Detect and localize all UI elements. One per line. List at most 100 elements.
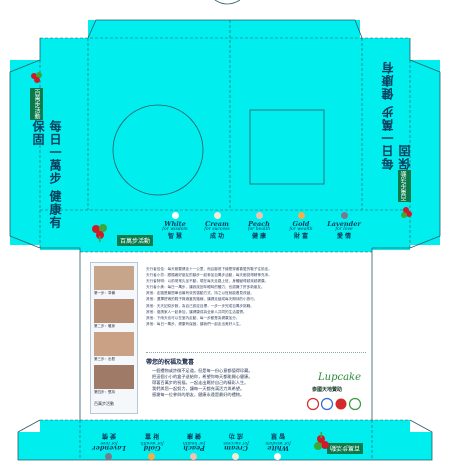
bottom-variety-gold: Gold for wealth 財 富 bbox=[132, 432, 172, 460]
front-varieties: White for wisdom 智 慧 Cream for success 成… bbox=[155, 212, 365, 252]
variety-cream-dot bbox=[232, 453, 240, 460]
variety-lavender-dot bbox=[340, 212, 348, 219]
variety-white-dot bbox=[274, 453, 282, 460]
bottom-variety-peach: Peach for health 健 康 bbox=[174, 432, 214, 460]
story-line: 其他：每日一萬步，健康有保固，讓我們一起走出美好人生。 bbox=[146, 321, 244, 326]
variety-gold-sub: for wealth bbox=[140, 440, 164, 446]
variety-lavender-zh: 愛 情 bbox=[336, 232, 352, 240]
box-top-flap bbox=[88, 20, 360, 38]
bottom-variety-lavender: Lavender for love 愛 情 bbox=[88, 432, 130, 460]
variety-cream-zh: 成 功 bbox=[228, 432, 244, 440]
variety-gold-dot bbox=[148, 453, 156, 460]
variety-gold-name: Gold bbox=[292, 220, 310, 228]
variety-lavender-zh: 愛 情 bbox=[101, 432, 117, 440]
variety-peach-zh: 健 康 bbox=[251, 232, 267, 240]
variety-white-sub: for wisdom bbox=[162, 226, 188, 232]
variety-cream-name: Cream bbox=[224, 444, 248, 452]
left-activity-badge: 百萬步活動 bbox=[30, 88, 43, 120]
variety-white-zh: 智 慧 bbox=[167, 232, 183, 240]
brand-name: 泰國天地贊助 bbox=[312, 387, 343, 393]
variety-gold-zh: 財 富 bbox=[144, 432, 160, 440]
instruction-line: 一個禮物或許微不足道，但是每一份心意都值得珍藏。 bbox=[152, 368, 253, 373]
instructions-list: 一個禮物或許微不足道，但是每一份心意都值得珍藏。 把這個小小的盒子送給你，希望你… bbox=[152, 368, 302, 398]
variety-peach-dot bbox=[190, 453, 198, 460]
story-line: 其他：邀請家人一起參加，讓健康成為全家人共同的生活習慣。 bbox=[146, 309, 247, 314]
variety-peach-dot bbox=[255, 212, 263, 219]
clover-icon bbox=[30, 70, 42, 83]
photo-caption-3: 第三步：出發 bbox=[94, 357, 115, 361]
variety-cream-dot bbox=[213, 212, 221, 219]
story-line: 其他：走路是最簡單也最有效的運動方式，持之以恆就能看見改變。 bbox=[146, 291, 254, 296]
bottom-varieties: White for wisdom 智 慧 Cream for success 成… bbox=[88, 424, 298, 460]
photo-caption-1: 第一步：準備 bbox=[94, 291, 115, 295]
variety-gold-name: Gold bbox=[143, 444, 161, 452]
story-line: 天行者小芳：跟隨著好朋友的腳步一起參加百萬步活動，每天都覺得精神充沛。 bbox=[146, 273, 272, 278]
photo-step-2 bbox=[94, 299, 134, 323]
back-divider bbox=[146, 352, 366, 353]
variety-peach-name: Peach bbox=[183, 444, 205, 452]
instruction-line: 我們與您一起努力，讓每一天都充滿活力與希望。 bbox=[152, 386, 245, 391]
variety-peach-name: Peach bbox=[248, 220, 270, 228]
photo-caption-2: 第二步：暖身 bbox=[94, 324, 115, 328]
photo-step-3 bbox=[94, 332, 134, 356]
variety-gold: Gold for wealth 財 富 bbox=[281, 212, 321, 240]
photo-step-1 bbox=[94, 266, 134, 290]
variety-lavender-name: Lavender bbox=[92, 444, 126, 452]
right-activity-badge: 百萬步活動 bbox=[398, 170, 411, 202]
bottom-variety-cream: Cream for success 成 功 bbox=[216, 432, 256, 460]
variety-gold-sub: for wealth bbox=[289, 226, 313, 232]
variety-peach-sub: for health bbox=[247, 226, 271, 232]
variety-lavender-dot bbox=[105, 453, 113, 460]
story-line: 天行者佳佳：每天都要健走十一公里，而且腳底下總是穿著喜愛的鞋子往前走。 bbox=[146, 267, 272, 271]
variety-white: White for wisdom 智 慧 bbox=[155, 212, 195, 240]
variety-white-zh: 智 慧 bbox=[270, 432, 286, 440]
variety-gold-dot bbox=[297, 212, 305, 219]
box-right-flap bbox=[410, 60, 440, 245]
instructions-title: 帶您的祝福及驚喜 bbox=[146, 359, 195, 366]
photo-caption-4: 第四步：堅持 bbox=[94, 390, 115, 394]
left-slogan-text: 每日一萬步 健康有保固 bbox=[31, 120, 62, 230]
clover-icon bbox=[401, 207, 413, 220]
photo-step-4 bbox=[94, 365, 134, 389]
story-line: 其他：選擇舒適的鞋子與適當的路線，讓健走變成每天期待的小旅行。 bbox=[146, 297, 258, 302]
instruction-line: 把這個小小的盒子送給你，希望你每天都能開心健康。 bbox=[152, 374, 253, 379]
variety-peach-zh: 健 康 bbox=[186, 432, 202, 440]
variety-white-sub: for wisdom bbox=[265, 440, 291, 446]
variety-gold-zh: 財 富 bbox=[293, 232, 309, 240]
story-line: 其他：下雨天也可以在室內走動，每一步都是為健康加分。 bbox=[146, 315, 240, 320]
story-line: 天行者小美：每日一萬步，讓我找回年輕時的體力，也認識了許多新朋友。 bbox=[146, 285, 265, 290]
variety-white-name: White bbox=[164, 220, 186, 228]
variety-lavender: Lavender for love 愛 情 bbox=[323, 212, 365, 240]
variety-lavender-name: Lavender bbox=[327, 220, 361, 228]
variety-white-name: White bbox=[267, 444, 289, 452]
front-clover-icon bbox=[90, 222, 110, 246]
front-activity-badge: 百萬步活動 bbox=[117, 235, 154, 246]
left-slogan-group: 百萬步活動 每日一萬步 健康有保固 bbox=[18, 70, 62, 229]
right-slogan-group: 百萬步活動 每日一萬步 健康有保固 bbox=[381, 61, 413, 220]
photo-footer: 百萬步活動 bbox=[94, 401, 114, 406]
variety-white-dot bbox=[171, 212, 179, 219]
photo-strip: 第一步：準備 第二步：暖身 第三步：出發 第四步：堅持 百萬步活動 bbox=[90, 262, 138, 414]
right-slogan-text: 每日一萬步 健康有保固 bbox=[381, 60, 412, 170]
variety-cream-sub: for success bbox=[204, 226, 230, 232]
variety-peach: Peach for health 健 康 bbox=[239, 212, 279, 240]
variety-cream-zh: 成 功 bbox=[209, 232, 225, 240]
certification-badges bbox=[306, 396, 370, 411]
brand-logo: Lupcake bbox=[318, 372, 362, 383]
instruction-line: 帶著百萬步的祝福，一起走出屬於自己的精彩人生。 bbox=[152, 380, 249, 385]
variety-cream-name: Cream bbox=[205, 220, 229, 228]
variety-peach-sub: for health bbox=[182, 440, 206, 446]
bottom-variety-white: White for wisdom 智 慧 bbox=[258, 432, 298, 460]
instruction-line: 感謝每一位參與的朋友，健康永遠是最好的禮物。 bbox=[152, 392, 245, 397]
bottom-clover-icon bbox=[311, 428, 331, 452]
variety-lavender-sub: for love bbox=[335, 226, 353, 232]
story-list: 天行者佳佳：每天都要健走十一公里，而且腳底下總是穿著喜愛的鞋子往前走。 天行者小… bbox=[146, 266, 366, 346]
story-line: 天行者阿明：以前常常久坐不動，現在每天走路上班，身體變得越來越健康。 bbox=[146, 279, 269, 284]
bottom-activity-badge: 百萬步活動 bbox=[326, 443, 363, 454]
story-line: 其他：天天記錄步數，為自己設定目標，一步一步完成百萬步挑戰。 bbox=[146, 303, 254, 308]
variety-cream: Cream for success 成 功 bbox=[197, 212, 237, 240]
variety-cream-sub: for success bbox=[223, 440, 249, 446]
box-bottom-left-tab bbox=[18, 432, 40, 460]
box-bottom-right-tab bbox=[410, 432, 432, 460]
